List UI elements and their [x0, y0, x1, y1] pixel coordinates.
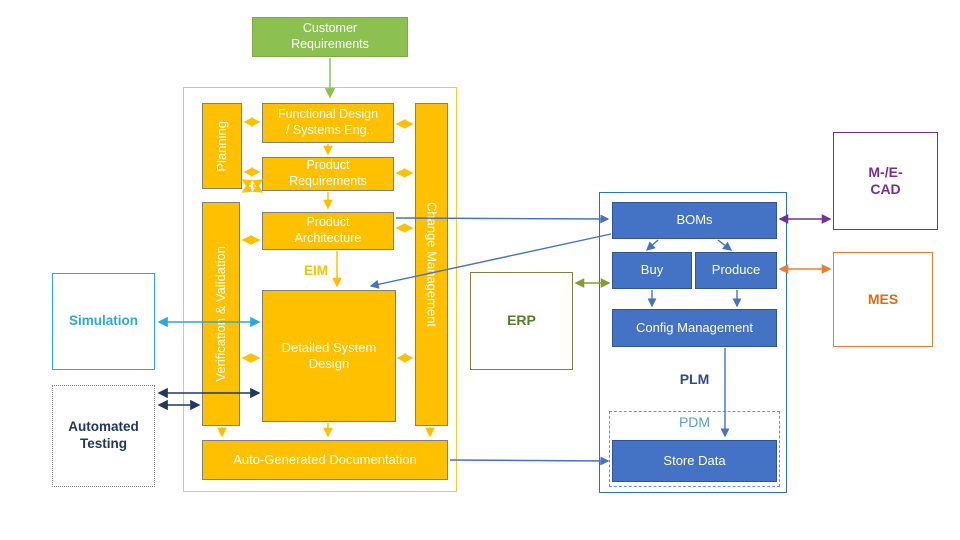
- auto-generated-documentation-label: Auto-Generated Documentation: [233, 451, 417, 467]
- detailed-system-design-box: Detailed System Design: [262, 290, 396, 422]
- product-architecture-label: Product Architecture: [294, 215, 362, 245]
- mecad-label: M-/E- CAD: [868, 163, 903, 198]
- mes-label: MES: [867, 290, 899, 307]
- customer-requirements-label: Customer Requirements: [291, 21, 369, 51]
- product-requirements-label: Product Requirements: [289, 158, 367, 188]
- config-management-box: Config Management: [612, 309, 777, 347]
- planning-label: Planning: [213, 120, 229, 172]
- automated-testing-box: Automated Testing: [52, 385, 155, 487]
- auto-generated-documentation-box: Auto-Generated Documentation: [202, 440, 448, 480]
- mecad-box: M-/E- CAD: [833, 132, 938, 230]
- eim-label: EIM: [303, 263, 328, 278]
- functional-design-label: Functional Design / Systems Eng.: [277, 107, 379, 137]
- config-management-label: Config Management: [635, 319, 754, 335]
- mes-box: MES: [833, 252, 933, 347]
- produce-box: Produce: [695, 252, 777, 289]
- boms-box: BOMs: [612, 202, 777, 239]
- produce-label: Produce: [711, 262, 761, 278]
- store-data-box: Store Data: [612, 440, 777, 482]
- plm-container: [599, 192, 787, 493]
- change-management-label: Change Management: [424, 201, 440, 328]
- functional-design-box: Functional Design / Systems Eng.: [262, 103, 394, 143]
- customer-requirements-box: Customer Requirements: [252, 17, 408, 57]
- store-data-label: Store Data: [663, 452, 726, 468]
- erp-box: ERP: [470, 272, 573, 370]
- change-management-box: Change Management: [415, 103, 448, 426]
- plm-label: PLM: [679, 371, 710, 387]
- detailed-system-design-label: Detailed System Design: [281, 339, 377, 371]
- buy-box: Buy: [612, 252, 692, 289]
- simulation-box: Simulation: [52, 273, 155, 370]
- planning-box: Planning: [202, 103, 242, 189]
- product-requirements-box: Product Requirements: [262, 157, 394, 191]
- buy-label: Buy: [640, 262, 664, 278]
- simulation-label: Simulation: [68, 313, 138, 329]
- verification-validation-label: Verification & Validation: [212, 246, 228, 382]
- engineering-container: [183, 87, 457, 492]
- verification-validation-box: Verification & Validation: [202, 202, 240, 426]
- automated-testing-label: Automated Testing: [68, 419, 139, 451]
- pdm-label: PDM: [678, 414, 711, 430]
- product-architecture-box: Product Architecture: [262, 212, 394, 250]
- pdm-container: [609, 411, 780, 487]
- erp-label: ERP: [507, 312, 536, 329]
- boms-label: BOMs: [676, 212, 713, 228]
